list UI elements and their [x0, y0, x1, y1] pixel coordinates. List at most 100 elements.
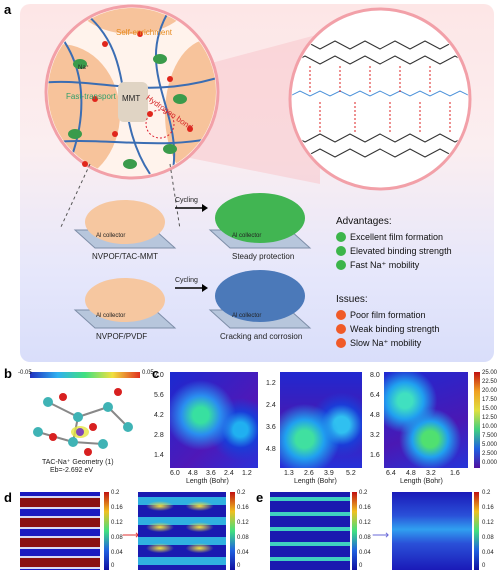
de-cb-tick: 0.08: [111, 535, 123, 541]
de-cb-tick: 0: [359, 563, 363, 569]
c2-ytick: 3.6: [266, 424, 276, 431]
de-cb-tick: 0.2: [111, 490, 120, 496]
energy-cb-tick: 22.50: [482, 379, 498, 385]
issues-title: Issues:: [336, 294, 368, 305]
de-cb-tick: 0.2: [237, 490, 246, 496]
collector-label-3: Al collector: [96, 313, 126, 319]
energy-colorbar: [474, 372, 480, 468]
advantage-item-1: Excellent film formation: [350, 232, 444, 242]
de-cb-tick: 0.16: [237, 505, 249, 511]
cell-bottom-left-caption: NVPOF/PVDF: [96, 332, 148, 341]
cell-top-right-caption: Steady protection: [232, 252, 295, 261]
c3-ytick: 8.0: [370, 372, 380, 379]
collector-label-1: Al collector: [96, 233, 126, 239]
de-cb-tick: 0.12: [237, 520, 249, 526]
panel-label-a: a: [4, 2, 12, 17]
c2-xlabel: Length (Bohr): [294, 478, 337, 485]
panel-label-d: d: [4, 490, 12, 505]
de-cb-tick: 0.2: [482, 490, 491, 496]
charge-scale-min: -0.05: [18, 370, 32, 376]
smile-icon: [336, 260, 346, 270]
de-cb-tick: 0.12: [482, 520, 494, 526]
c1-ytick: 2.8: [154, 432, 164, 439]
smile-icon: [336, 246, 346, 256]
cycling-label-bottom: Cycling: [175, 277, 198, 284]
ion-label: Na⁺: [78, 65, 89, 71]
c1-xtick: 4.8: [188, 470, 198, 477]
frown-icon: [336, 324, 346, 334]
de-cb-tick: 0.08: [237, 535, 249, 541]
simulation-e-final: [392, 492, 472, 570]
charge-colorbar: [30, 372, 140, 378]
c1-xlabel: Length (Bohr): [186, 478, 229, 485]
energy-cb-tick: 5.000: [482, 442, 498, 448]
c2-ytick: 4.8: [266, 446, 276, 453]
energy-cb-tick: 20.00: [482, 388, 498, 394]
de-cb-tick: 0: [482, 563, 486, 569]
advantage-item-2: Elevated binding strength: [350, 246, 452, 256]
charge-scale-max: 0.05: [142, 370, 154, 376]
c1-xtick: 1.2: [242, 470, 252, 477]
mmt-label: MMT: [122, 94, 141, 103]
de-cb-tick: 0.16: [359, 505, 371, 511]
c2-xtick: 3.9: [324, 470, 334, 477]
d-colorbar-1: [104, 492, 109, 570]
cell-top-left-caption: NVPOF/TAC-MMT: [92, 252, 159, 261]
c3-ytick: 6.4: [370, 392, 380, 399]
de-cb-tick: 0.08: [482, 535, 494, 541]
panel-label-b: b: [4, 366, 12, 381]
collector-label-4: Al collector: [232, 313, 262, 319]
energy-cb-tick: 15.00: [482, 406, 498, 412]
contour-map-3: [384, 372, 468, 468]
panel-label-e: e: [256, 490, 264, 505]
c3-xtick: 3.2: [426, 470, 436, 477]
arrow-right-icon: ⟶: [372, 528, 390, 542]
electrode-cells: [73, 193, 312, 329]
simulation-e-initial: [270, 492, 350, 570]
c1-xtick: 3.6: [206, 470, 216, 477]
advantages-title: Advantages:: [336, 216, 392, 227]
c1-ytick: 4.2: [154, 412, 164, 419]
energy-cb-tick: 17.50: [482, 397, 498, 403]
c2-xtick: 1.3: [284, 470, 294, 477]
de-cb-tick: 0.16: [482, 505, 494, 511]
geometry-caption: TAC-Na⁺ Geometry (1): [42, 459, 114, 466]
c3-xtick: 1.6: [450, 470, 460, 477]
fast-transport-label: Fast-transport: [66, 92, 116, 101]
arrow-right-icon: ⟶: [122, 528, 140, 542]
de-cb-tick: 0.12: [111, 520, 123, 526]
e-colorbar-1: [352, 492, 357, 570]
simulation-d-initial: [20, 492, 100, 570]
cell-bottom-right-caption: Cracking and corrosion: [220, 332, 303, 341]
energy-cb-tick: 7.500: [482, 433, 498, 439]
c1-ytick: 1.4: [154, 452, 164, 459]
de-cb-tick: 0.04: [111, 550, 123, 556]
de-cb-tick: 0.04: [237, 550, 249, 556]
e-colorbar-2: [474, 492, 479, 570]
energy-cb-tick: 2.500: [482, 451, 498, 457]
energy-cb-tick: 25.00: [482, 370, 498, 376]
energy-cb-tick: 0.000: [482, 460, 498, 466]
issue-item-2: Weak binding strength: [350, 324, 440, 334]
c3-ytick: 3.2: [370, 432, 380, 439]
c3-ytick: 4.8: [370, 412, 380, 419]
c3-ytick: 1.6: [370, 452, 380, 459]
contour-map-1: [170, 372, 258, 468]
de-cb-tick: 0: [111, 563, 115, 569]
mechanism-illustration: [44, 4, 472, 230]
energy-cb-tick: 12.50: [482, 415, 498, 421]
de-cb-tick: 0.08: [359, 535, 371, 541]
cycling-label-top: Cycling: [175, 197, 198, 204]
de-cb-tick: 0.04: [482, 550, 494, 556]
simulation-d-final: [138, 492, 226, 570]
frown-icon: [336, 310, 346, 320]
de-cb-tick: 0.16: [111, 505, 123, 511]
panel-label-c: c: [152, 366, 160, 381]
collector-label-2: Al collector: [232, 233, 262, 239]
c1-xtick: 6.0: [170, 470, 180, 477]
de-cb-tick: 0: [237, 563, 241, 569]
contour-map-2: [280, 372, 362, 468]
c3-xlabel: Length (Bohr): [400, 478, 443, 485]
c2-ytick: 1.2: [266, 380, 276, 387]
smile-icon: [336, 232, 346, 242]
